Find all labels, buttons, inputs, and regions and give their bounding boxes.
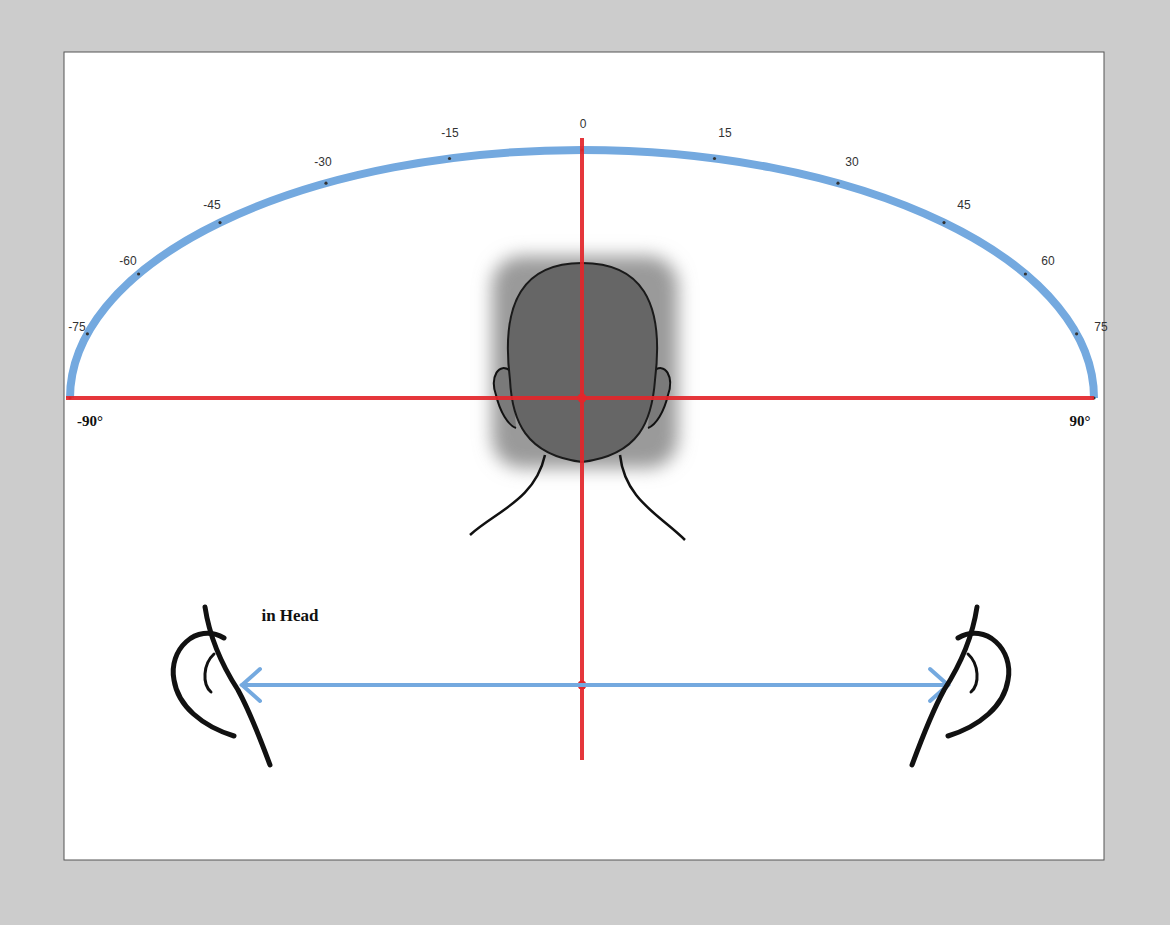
ear-illustration (173, 607, 270, 765)
angle-label: -45 (203, 198, 220, 212)
angle-label: -15 (441, 126, 458, 140)
angle-label: -60 (119, 254, 136, 268)
caption-label: in Head (261, 606, 318, 626)
axes (66, 138, 1094, 760)
frame (64, 52, 1104, 860)
end-angle-label: 90° (1070, 413, 1091, 430)
angle-label: -30 (314, 155, 331, 169)
angle-label: 45 (957, 198, 970, 212)
angle-label: 60 (1041, 254, 1054, 268)
in-head-arrow (242, 669, 948, 701)
angle-label: 15 (718, 126, 731, 140)
end-angle-label: -90° (77, 413, 103, 430)
angle-label: 30 (845, 155, 858, 169)
angle-label: -75 (68, 320, 85, 334)
angle-label: 0 (580, 117, 587, 131)
ear-illustration (912, 607, 1009, 765)
angle-label: 75 (1094, 320, 1107, 334)
